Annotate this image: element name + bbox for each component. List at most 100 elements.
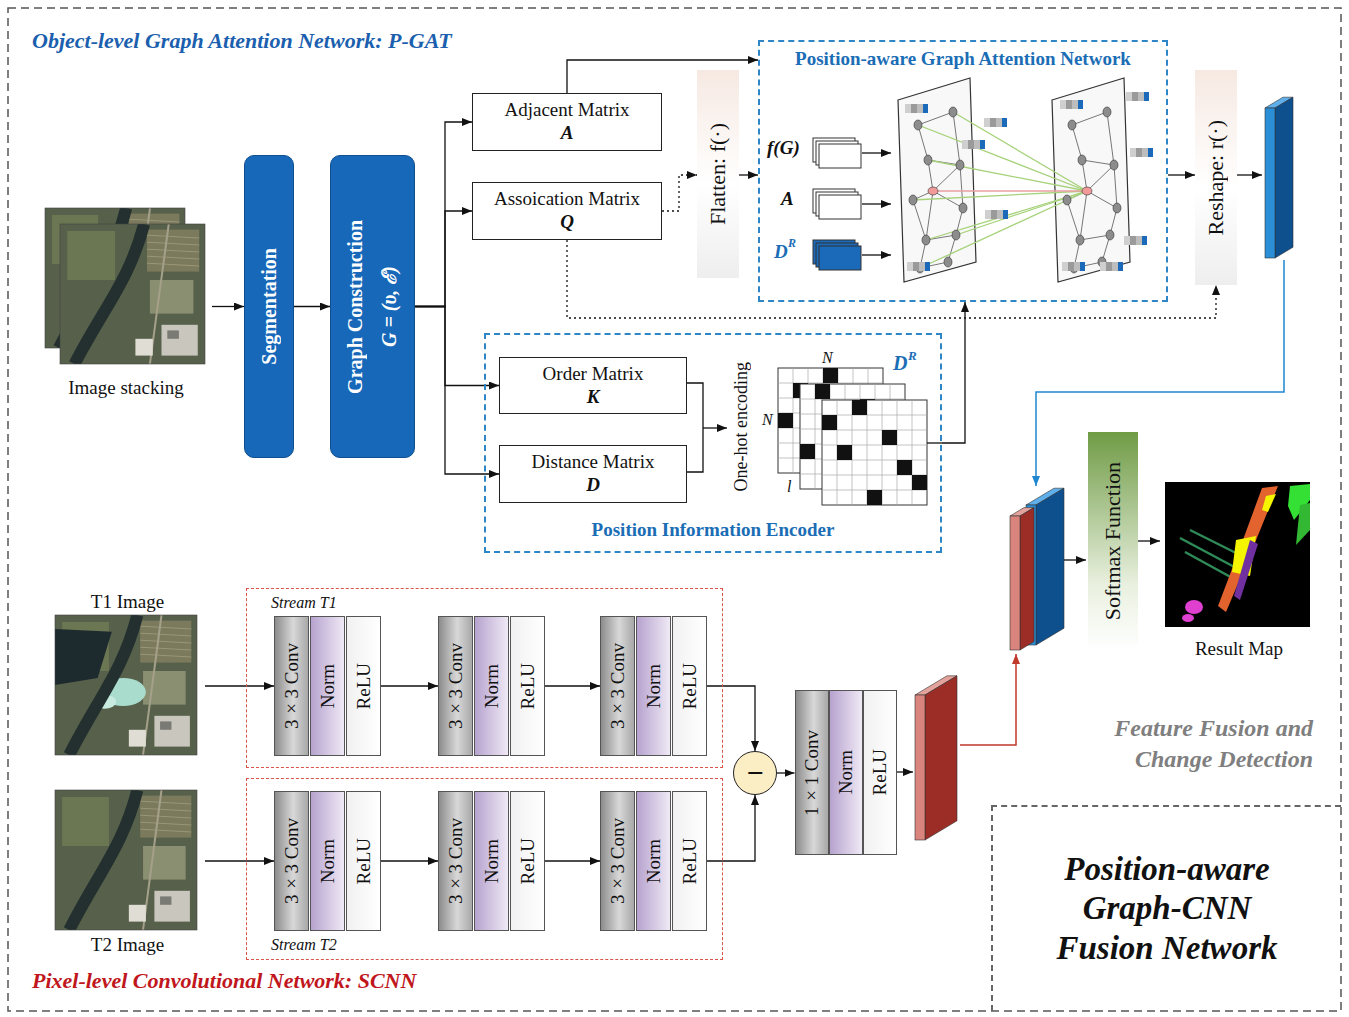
graph-plane bbox=[926, 191, 1087, 240]
graph-plane bbox=[1136, 148, 1142, 157]
matrix-box: Distance MatrixD bbox=[499, 445, 687, 503]
graph-plane bbox=[913, 262, 919, 271]
graph-plane bbox=[1148, 148, 1153, 157]
box-text: Norm bbox=[317, 839, 339, 883]
graph-plane bbox=[1068, 262, 1074, 271]
heading-text: Position-aware Graph Attention Network bbox=[760, 48, 1166, 70]
result-map-image bbox=[1165, 482, 1310, 627]
box-text: Order Matrix bbox=[543, 363, 644, 386]
norm-block: Norm bbox=[310, 791, 345, 931]
satellite-image bbox=[129, 730, 146, 747]
satellite-images bbox=[45, 208, 205, 930]
process-column: Graph ConstructionG = (υ, ℰ) bbox=[330, 155, 415, 458]
graph-plane bbox=[1072, 100, 1078, 109]
satellite-image bbox=[140, 796, 191, 838]
result-map-image bbox=[1234, 540, 1258, 600]
symbol-label: One-hot encoding bbox=[731, 362, 752, 491]
operation-bar: Reshape: r(·) bbox=[1195, 70, 1237, 285]
symbol-label: A bbox=[781, 188, 794, 210]
label-anchor: R bbox=[908, 348, 917, 364]
matrix-box: Order MatrixK bbox=[499, 357, 687, 415]
graph-plane bbox=[1106, 230, 1114, 240]
box-text: Norm bbox=[317, 664, 339, 708]
satellite-image bbox=[140, 815, 191, 818]
box-text: 3×3 Conv bbox=[445, 643, 467, 729]
graph-plane bbox=[1003, 210, 1008, 219]
norm-block: Norm bbox=[829, 690, 863, 855]
feature-map bbox=[1036, 488, 1064, 645]
norm-block: Norm bbox=[474, 616, 509, 756]
region-panel: Feature Fusion and Change DetectionSoftm… bbox=[990, 365, 1327, 790]
one-hot-grid bbox=[912, 475, 927, 490]
graph-plane bbox=[1087, 165, 1114, 191]
connector-arrow bbox=[942, 302, 965, 443]
graph-plane bbox=[933, 191, 963, 208]
graph-plane bbox=[1002, 118, 1007, 127]
graph-plane bbox=[1130, 148, 1136, 157]
conv-block: 3×3 Conv bbox=[438, 791, 473, 931]
satellite-image bbox=[140, 647, 191, 650]
satellite-image bbox=[135, 339, 152, 356]
box-text: 3×3 Conv bbox=[445, 818, 467, 904]
graph-plane bbox=[1126, 92, 1132, 101]
conv-block: 1×1 Conv bbox=[795, 690, 829, 855]
symbol-label: R bbox=[788, 236, 796, 251]
box-text: 3×3 Conv bbox=[281, 818, 303, 904]
box-text: Segmentation bbox=[258, 248, 281, 365]
connector-arrow bbox=[415, 211, 472, 307]
graph-plane bbox=[1142, 148, 1148, 157]
image-caption-box: T2 Image bbox=[50, 788, 205, 958]
satellite-image bbox=[140, 621, 191, 663]
graph-plane bbox=[1063, 195, 1071, 205]
graph-plane bbox=[918, 112, 953, 125]
graph-plane bbox=[953, 112, 1087, 191]
graph-plane bbox=[1136, 236, 1142, 245]
symbol-label: R bbox=[908, 348, 917, 364]
graph-plane bbox=[919, 262, 925, 271]
graph-plane bbox=[980, 140, 985, 149]
box-text: ReLU bbox=[353, 663, 375, 709]
label-anchor: l bbox=[787, 478, 791, 496]
box-text: 3×3 Conv bbox=[281, 643, 303, 729]
feature-arrow bbox=[1237, 174, 1262, 175]
box-text: Assoication Matrix bbox=[494, 188, 640, 211]
graph-plane bbox=[920, 191, 1087, 268]
one-hot-grid bbox=[852, 400, 867, 415]
connector-arrow bbox=[415, 307, 499, 386]
satellite-image bbox=[160, 721, 171, 729]
satellite-image bbox=[140, 640, 191, 643]
connector-arrow bbox=[545, 685, 600, 686]
merge-arrow bbox=[685, 383, 703, 472]
box-text: Q bbox=[560, 211, 574, 234]
graph-plane bbox=[1142, 236, 1147, 245]
connector-arrow bbox=[381, 685, 438, 686]
connector-arrow bbox=[739, 174, 758, 175]
connector-arrow bbox=[294, 306, 330, 307]
box-text: Norm bbox=[481, 839, 503, 883]
conv-block: 3×3 Conv bbox=[600, 616, 635, 756]
graph-plane bbox=[1124, 236, 1130, 245]
graph-plane bbox=[1076, 235, 1084, 245]
graph-plane bbox=[1080, 191, 1087, 240]
satellite-image bbox=[140, 654, 191, 657]
relu-block: ReLU bbox=[672, 616, 707, 756]
box-text: ReLU bbox=[353, 838, 375, 884]
norm-block: Norm bbox=[636, 791, 671, 931]
graph-plane bbox=[944, 257, 952, 267]
graph-plane bbox=[985, 210, 991, 219]
satellite-image bbox=[167, 330, 179, 338]
one-hot-grid bbox=[882, 430, 897, 445]
connector-arrow bbox=[415, 307, 499, 475]
connector-arrow bbox=[381, 860, 438, 861]
satellite-image bbox=[140, 801, 191, 804]
feature-map bbox=[1010, 516, 1020, 650]
box-text: Norm bbox=[643, 839, 665, 883]
symbol-label: N bbox=[762, 411, 773, 429]
feature-map bbox=[915, 695, 925, 840]
heading-text: Stream T2 bbox=[271, 936, 746, 954]
graph-plane bbox=[1138, 92, 1144, 101]
graph-plane bbox=[1130, 236, 1136, 245]
satellite-image bbox=[140, 626, 191, 629]
